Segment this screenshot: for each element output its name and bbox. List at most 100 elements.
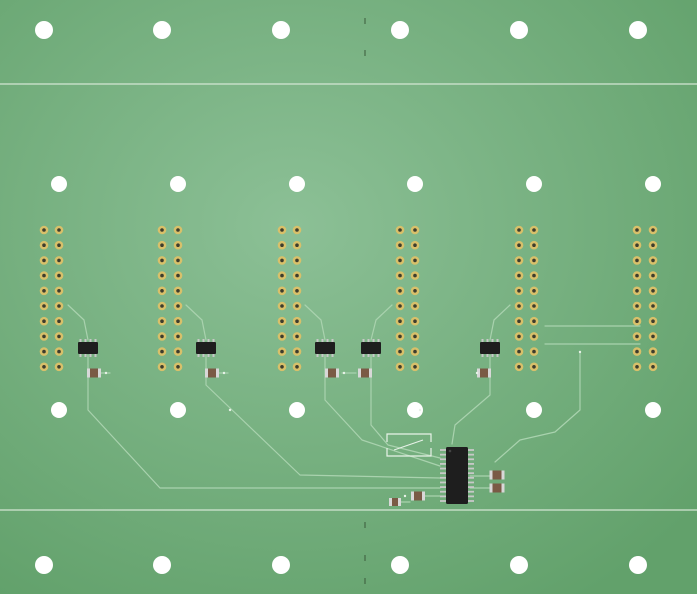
pin-hole-3-2-10: [295, 365, 299, 369]
hole-inner-lower-1: [51, 402, 67, 418]
hole-inner-upper-1: [51, 176, 67, 192]
pin-hole-1-2-9: [57, 349, 61, 354]
pin-hole-1-2-3: [57, 258, 61, 263]
small-ic-pin-2-b3: [207, 354, 210, 357]
pin-hole-1-2-1: [57, 228, 61, 232]
silk-outline-top: [386, 433, 432, 442]
small-ic-pin-1-t4: [94, 339, 97, 342]
pin-hole-4-2-8: [413, 334, 417, 339]
hole-inner-lower-4: [407, 402, 423, 418]
hole-inner-upper-4: [407, 176, 423, 192]
pin-hole-4-2-2: [413, 243, 417, 247]
resistor-8-cap-left: [489, 483, 493, 493]
small-ic-body-1: [78, 342, 98, 354]
pin-hole-5-2-9: [532, 349, 536, 354]
pin-header-6: [632, 225, 658, 372]
resistor-5-body: [477, 368, 491, 378]
main-ic-pin-right-1: [468, 449, 474, 451]
pin-hole-6-2-6: [651, 304, 655, 308]
pin-hole-4-2-4: [413, 273, 417, 278]
small-ic-pin-5-t1: [481, 339, 484, 342]
silkscreen-marks: [104, 18, 582, 584]
silk-dot-5: [578, 350, 582, 354]
capacitor-1-cap-left: [389, 498, 392, 506]
small-ic-pin-4-b3: [372, 354, 375, 357]
resistor-5-cap-right: [488, 368, 491, 378]
pin-hole-2-2-1: [176, 228, 180, 232]
small-ic-pin-5-b1: [481, 354, 484, 357]
pin-hole-2-1-4: [160, 273, 164, 278]
pin-hole-2-1-3: [160, 258, 164, 263]
pin-hole-2-2-6: [176, 304, 180, 308]
small-ic-3: [315, 339, 335, 357]
resistor-2-cap-left: [205, 368, 208, 378]
small-ic-pin-1-b3: [89, 354, 92, 357]
pin-hole-1-1-10: [42, 365, 46, 369]
pin-hole-6-1-4: [635, 273, 639, 278]
main-ic-pin-right-11: [468, 495, 474, 498]
main-ic-pin-right-9: [468, 486, 474, 488]
resistor-7-cap-left: [489, 470, 493, 480]
main-ic-pin1-dot: [448, 449, 452, 453]
pin-hole-3-2-8: [295, 334, 299, 339]
trace-4: [370, 304, 393, 341]
small-ic-pin-3-b1: [316, 354, 319, 357]
small-ic-pin-4-t2: [367, 339, 370, 342]
resistor-3-cap-left: [325, 368, 328, 378]
pin-hole-1-2-8: [57, 334, 61, 339]
hole-top-3: [272, 21, 290, 39]
pin-headers: [39, 225, 658, 372]
pin-hole-3-2-4: [295, 273, 299, 278]
hole-top-5: [510, 21, 528, 39]
main-ic-pin-left-7: [440, 476, 446, 479]
capacitor-1: [389, 498, 401, 506]
pin-hole-5-2-6: [532, 304, 536, 308]
pin-hole-2-2-8: [176, 334, 180, 339]
pin-hole-4-1-5: [398, 289, 402, 293]
resistor-2: [205, 368, 219, 378]
trace-13: [494, 351, 581, 463]
trace-3: [304, 304, 326, 341]
pin-hole-2-2-3: [176, 258, 180, 263]
pin-hole-3-1-3: [280, 258, 284, 263]
hole-bottom-1: [35, 556, 53, 574]
hole-top-4: [391, 21, 409, 39]
resistor-6: [411, 491, 425, 501]
pin-hole-6-1-1: [635, 228, 639, 232]
main-ic-pin-left-2: [440, 453, 446, 456]
pin-hole-5-2-3: [532, 258, 536, 263]
trace-2: [185, 304, 207, 341]
small-ic-pin-2-b1: [197, 354, 200, 357]
pin-hole-1-1-2: [42, 243, 46, 247]
pin-hole-3-1-6: [280, 304, 284, 308]
pin-hole-4-1-4: [398, 273, 402, 278]
resistor-6-cap-left: [411, 491, 414, 501]
resistor-3-body: [325, 368, 339, 378]
pin-header-3: [277, 225, 302, 372]
pin-hole-1-1-3: [42, 258, 46, 263]
hole-bottom-4: [391, 556, 409, 574]
resistor-1-body: [87, 368, 101, 378]
pin-hole-6-1-8: [635, 334, 639, 339]
resistor-6-cap-right: [422, 491, 425, 501]
pin-hole-1-2-4: [57, 273, 61, 278]
pin-hole-4-2-5: [413, 289, 417, 293]
small-ic-body-2: [196, 342, 216, 354]
hole-inner-upper-6: [645, 176, 661, 192]
hole-inner-upper-5: [526, 176, 542, 192]
pin-hole-3-1-5: [280, 289, 284, 293]
pin-hole-4-1-7: [398, 319, 402, 324]
pin-hole-2-2-2: [176, 243, 180, 247]
pin-hole-5-1-8: [517, 334, 521, 339]
pin-hole-2-2-4: [176, 273, 180, 278]
hole-bottom-5: [510, 556, 528, 574]
pin-hole-5-1-6: [517, 304, 521, 308]
hole-inner-lower-6: [645, 402, 661, 418]
small-ic-pin-4-t4: [377, 339, 380, 342]
pin-hole-6-2-8: [651, 334, 655, 339]
pin-hole-1-2-7: [57, 319, 61, 324]
resistor-4: [358, 368, 372, 378]
pin-hole-1-1-1: [42, 228, 46, 232]
pin-hole-6-2-5: [651, 289, 655, 293]
pin-hole-2-1-8: [160, 334, 164, 339]
